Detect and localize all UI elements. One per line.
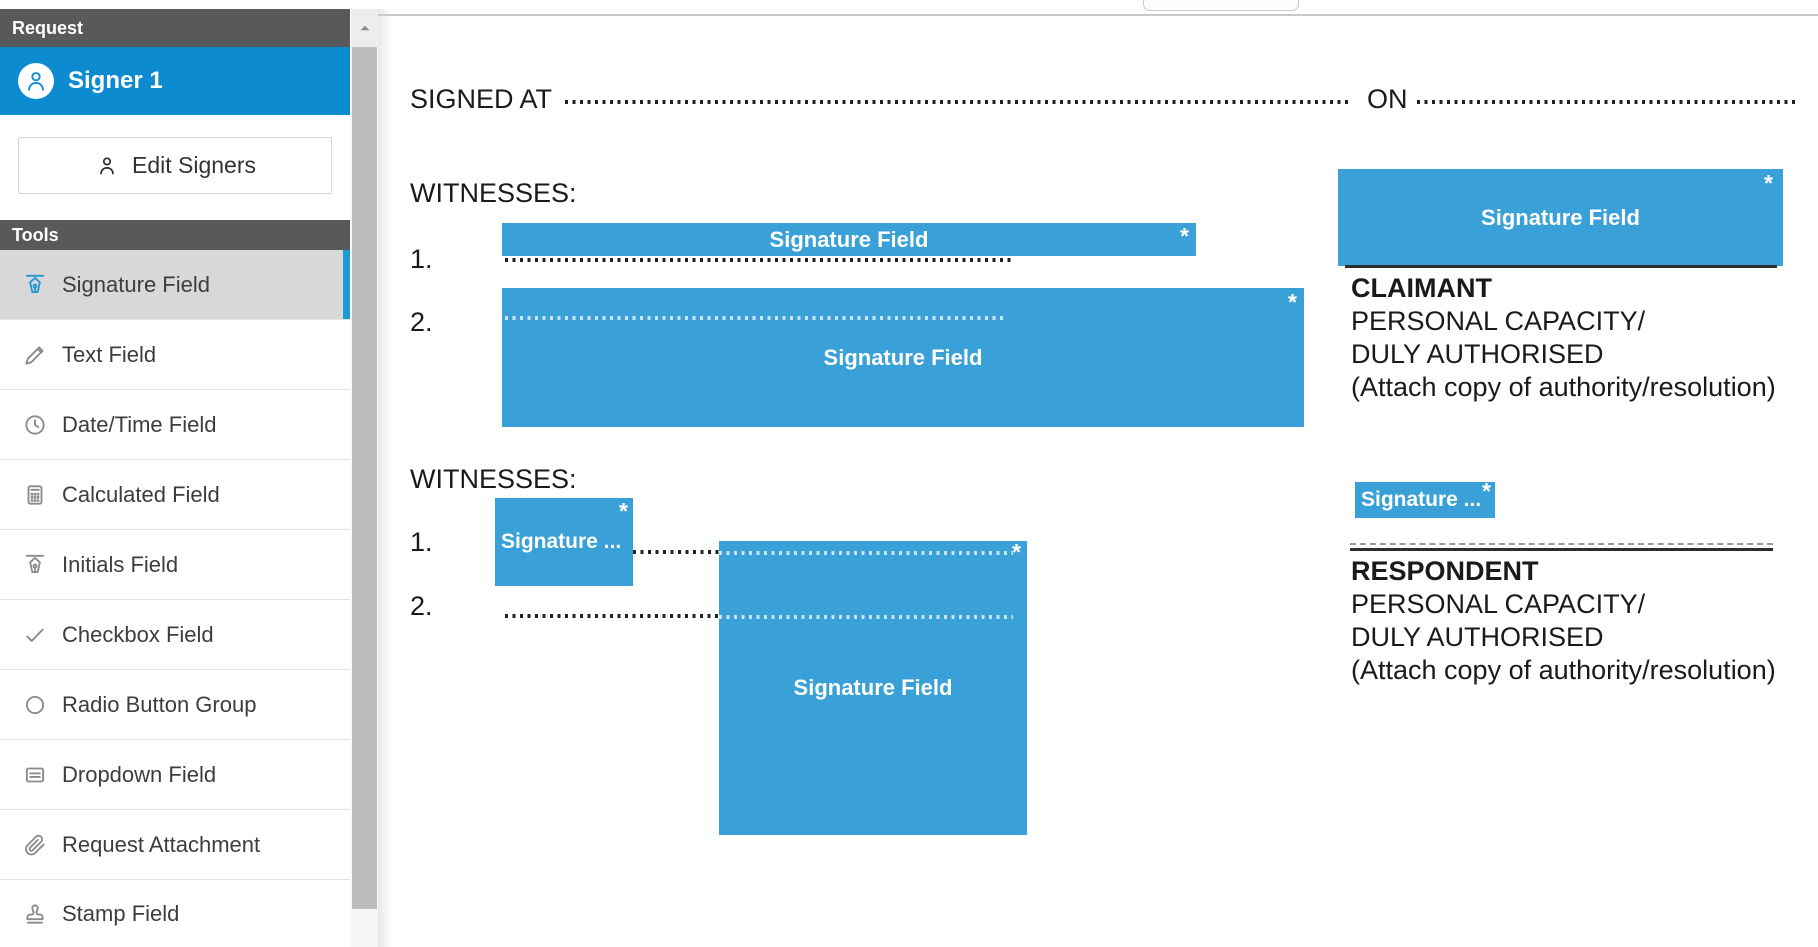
tools-panel-title: Tools bbox=[12, 225, 59, 245]
scrollbar-thumb[interactable] bbox=[352, 47, 377, 909]
request-panel-title: Request bbox=[12, 18, 84, 38]
witness2-line-1-dots bbox=[633, 550, 721, 554]
witness2-line-2-dots bbox=[505, 614, 720, 618]
partial-top-button[interactable] bbox=[1143, 0, 1299, 11]
covered-dotted-line bbox=[719, 615, 1013, 619]
signature-field-truncated-label: Signature ... bbox=[501, 530, 622, 553]
signature-field-overlay[interactable]: Signature ... * bbox=[495, 498, 633, 586]
respondent-block: RESPONDENT PERSONAL CAPACITY/ DULY AUTHO… bbox=[1351, 555, 1776, 687]
respondent-line-2: DULY AUTHORISED bbox=[1351, 622, 1604, 652]
on-dotted-line bbox=[1417, 100, 1797, 104]
required-asterisk: * bbox=[1012, 539, 1021, 565]
signature-pen-nib-icon bbox=[25, 274, 45, 293]
edit-signers-label: Edit Signers bbox=[131, 152, 256, 178]
signature-field-label: Signature Field bbox=[1481, 204, 1640, 230]
page-edge-shadow bbox=[378, 9, 392, 947]
tool-dropdown-field[interactable]: Dropdown Field bbox=[0, 740, 350, 810]
sidebar-scrollbar[interactable] bbox=[351, 9, 378, 947]
signature-field-truncated-label: Signature ... bbox=[1361, 488, 1482, 511]
tool-stamp-field[interactable]: Stamp Field bbox=[0, 880, 350, 947]
witness1-item-2: 2. bbox=[410, 307, 433, 337]
witness2-item-2: 2. bbox=[410, 591, 433, 621]
witnesses-heading-2: WITNESSES: bbox=[410, 464, 577, 494]
signature-field-overlay[interactable]: Signature Field * bbox=[502, 288, 1304, 427]
page-top-border bbox=[378, 14, 1818, 16]
tool-radio-button-group[interactable]: Radio Button Group bbox=[0, 670, 350, 740]
witnesses-heading-1: WITNESSES: bbox=[410, 178, 577, 208]
signer-name: Signer 1 bbox=[68, 67, 163, 94]
dropdown-list-icon bbox=[25, 767, 45, 782]
scroll-up-button[interactable] bbox=[351, 9, 378, 47]
claimant-line-3: (Attach copy of authority/resolution) bbox=[1351, 372, 1776, 402]
pencil-icon bbox=[25, 345, 44, 365]
required-asterisk: * bbox=[1482, 478, 1491, 504]
respondent-dashed-line bbox=[1350, 543, 1773, 545]
tool-checkbox-field[interactable]: Checkbox Field bbox=[0, 600, 350, 670]
signed-at-label: SIGNED AT bbox=[410, 84, 553, 114]
signature-field-label: Signature Field bbox=[769, 226, 929, 252]
required-asterisk: * bbox=[1764, 170, 1773, 196]
tool-signature-field[interactable]: Signature Field bbox=[0, 250, 350, 320]
on-label: ON bbox=[1367, 84, 1408, 114]
respondent-title: RESPONDENT bbox=[1351, 556, 1539, 586]
required-asterisk: * bbox=[1180, 223, 1189, 249]
sidebar: Request Signer 1 Edit Signers Tools bbox=[0, 0, 350, 947]
pen-nib-icon bbox=[25, 554, 45, 573]
tool-request-attachment[interactable]: Request Attachment bbox=[0, 810, 350, 880]
witness2-item-1: 1. bbox=[410, 527, 433, 557]
signature-field-overlay[interactable]: Signature Field * bbox=[719, 541, 1027, 835]
tools-panel-header: Tools bbox=[0, 220, 350, 250]
witness1-line-1-dots bbox=[505, 258, 1013, 262]
required-asterisk: * bbox=[1288, 289, 1297, 315]
respondent-line-3: (Attach copy of authority/resolution) bbox=[1351, 655, 1776, 685]
signature-field-overlay[interactable]: Signature ... * bbox=[1355, 478, 1495, 518]
claimant-line-2: DULY AUTHORISED bbox=[1351, 339, 1604, 369]
claimant-block: CLAIMANT PERSONAL CAPACITY/ DULY AUTHORI… bbox=[1351, 272, 1776, 404]
tool-text-field[interactable]: Text Field bbox=[0, 320, 350, 390]
signature-field-label: Signature Field bbox=[823, 344, 983, 370]
calculator-icon bbox=[27, 484, 43, 505]
tool-initials-field[interactable]: Initials Field bbox=[0, 530, 350, 600]
signature-field-overlay[interactable]: Signature Field * bbox=[1338, 169, 1783, 266]
covered-dotted-line bbox=[505, 316, 1006, 320]
claimant-signature-line bbox=[1345, 265, 1777, 268]
request-panel-header: Request bbox=[0, 9, 350, 47]
clock-icon bbox=[25, 414, 45, 435]
tool-calculated-field[interactable]: Calculated Field bbox=[0, 460, 350, 530]
covered-dotted-line bbox=[719, 551, 1013, 555]
tool-date-time-field[interactable]: Date/Time Field bbox=[0, 390, 350, 460]
required-asterisk: * bbox=[619, 498, 628, 524]
witness1-item-1: 1. bbox=[410, 244, 433, 274]
person-circle-icon bbox=[18, 63, 54, 99]
stamp-icon bbox=[26, 903, 44, 924]
triangle-up-icon bbox=[360, 25, 369, 31]
radio-circle-icon bbox=[25, 695, 45, 714]
edit-signers-button[interactable]: Edit Signers bbox=[18, 137, 332, 194]
paperclip-icon bbox=[25, 834, 45, 855]
checkmark-icon bbox=[26, 628, 44, 642]
signature-field-overlay[interactable]: Signature Field * bbox=[502, 223, 1196, 256]
signature-field-label: Signature Field bbox=[793, 675, 953, 700]
claimant-line-1: PERSONAL CAPACITY/ bbox=[1351, 306, 1646, 336]
signed-at-dotted-line bbox=[565, 100, 1352, 104]
signer-item[interactable]: Signer 1 bbox=[0, 47, 350, 115]
claimant-title: CLAIMANT bbox=[1351, 273, 1492, 303]
person-icon bbox=[100, 156, 114, 174]
respondent-signature-line bbox=[1350, 548, 1773, 551]
respondent-line-1: PERSONAL CAPACITY/ bbox=[1351, 589, 1646, 619]
